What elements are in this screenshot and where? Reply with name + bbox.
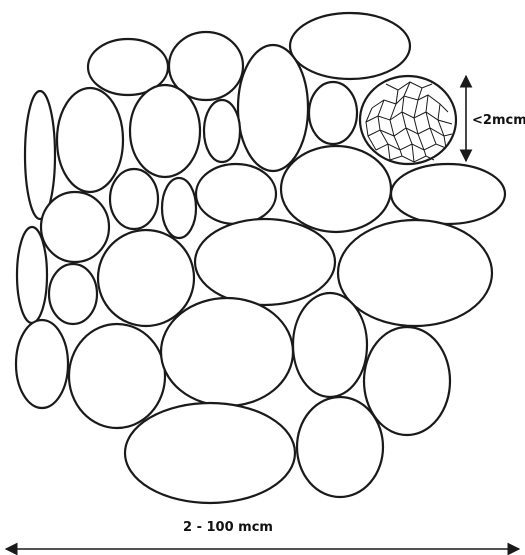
- large-particle: [125, 403, 295, 503]
- large-size-label: 2 - 100 mcm: [183, 520, 273, 535]
- large-particle: [297, 397, 383, 497]
- large-particle: [25, 91, 55, 219]
- large-particle: [391, 164, 505, 224]
- large-particle: [69, 324, 165, 428]
- large-particle: [57, 88, 123, 192]
- large-particle: [98, 230, 194, 326]
- small-size-label: <2mcm: [472, 113, 525, 128]
- large-particle: [16, 320, 68, 408]
- large-particle: [204, 100, 240, 162]
- large-particle: [195, 219, 335, 305]
- large-particle: [281, 146, 391, 232]
- large-particle: [130, 85, 200, 177]
- large-particle: [41, 192, 109, 262]
- large-particle: [161, 298, 293, 406]
- aggregate-particle: [360, 76, 456, 164]
- large-particle: [290, 13, 410, 79]
- large-particle: [49, 264, 97, 324]
- large-particle: [17, 227, 47, 323]
- large-particle: [338, 220, 492, 326]
- large-particle: [309, 82, 357, 144]
- large-particle: [364, 327, 450, 435]
- large-particle: [293, 293, 367, 397]
- large-particle: [162, 178, 196, 238]
- large-particle: [196, 164, 276, 224]
- large-particle: [238, 45, 308, 171]
- large-particle: [110, 169, 158, 229]
